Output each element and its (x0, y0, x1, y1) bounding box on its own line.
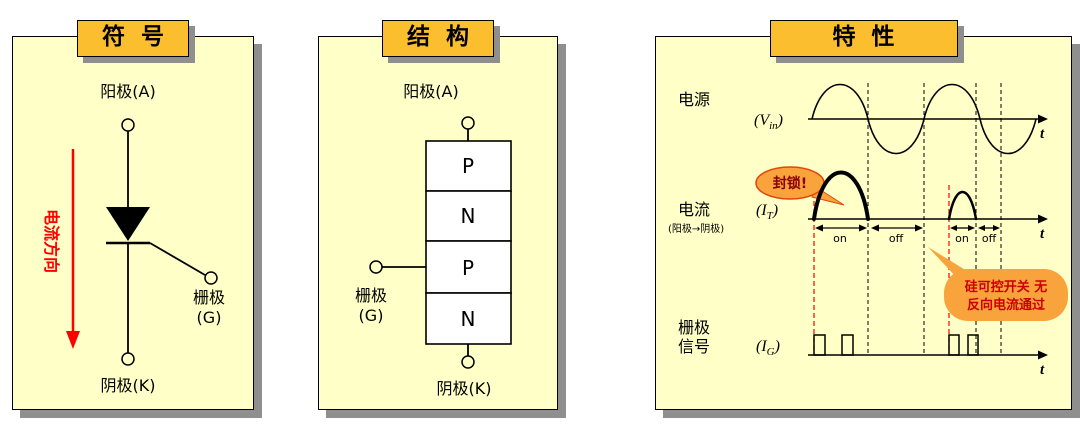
layer-box-p1 (425, 140, 512, 192)
current-pulse-1 (812, 170, 870, 221)
symbol-panel-title: 符号 (77, 20, 189, 57)
vin-axis-arrowhead-icon (1038, 114, 1048, 124)
thyristor-triangle-icon (106, 207, 150, 241)
characteristics-panel: 特性 电源 (Vin) t 封锁! (655, 20, 1072, 410)
thyristor-symbol-drawing: 阳极(A) 栅极 (G) 阴极(K) 电流方向 (42, 82, 225, 395)
layer-box-n2 (425, 292, 512, 345)
trigger-gridlines (813, 185, 950, 353)
gate-t-label: t (1040, 362, 1045, 378)
layer-label-p2: P (462, 256, 474, 280)
cathode-label: 阴极(K) (101, 376, 156, 395)
sine-wave (811, 83, 1037, 155)
vin-t-label: t (1040, 126, 1045, 142)
gate-lead (149, 242, 206, 276)
characteristics-panel-title: 特性 (769, 20, 958, 57)
note-bubble-body-icon (944, 269, 1068, 321)
note-line2: 反向电流通过 (967, 297, 1045, 313)
gate-signal-label-line2: 信号 (678, 337, 710, 356)
structure-panel: 结构 阳极(A) P N P N 栅极 (G) 阴极(K) (318, 20, 558, 410)
gate-pulse-4 (967, 334, 979, 356)
gate-pulse-3 (948, 334, 960, 356)
current-t-label: t (1040, 226, 1045, 242)
current-sublabel: (阳极→阴极) (668, 222, 724, 235)
anode-terminal-icon (121, 118, 135, 132)
layer-box-p2 (425, 240, 512, 294)
current-label: 电流 (678, 200, 710, 219)
gate-label: 栅极 (355, 286, 387, 305)
layer-label-n1: N (461, 204, 476, 228)
gate-axis-arrowhead-icon (1038, 350, 1048, 360)
source-label: 电源 (678, 90, 710, 109)
interval-label-on1: on (833, 232, 847, 245)
note-bubble: 硅可控开关 无 反向电流通过 (928, 247, 1068, 321)
gate-signal-label-line1: 栅极 (678, 318, 710, 337)
vin-symbol: (Vin) (754, 112, 783, 132)
interval-arrowheads (815, 224, 1000, 232)
layer-box-n1 (425, 190, 512, 242)
gate-pulse-2 (841, 334, 854, 356)
gate-terminal-icon (204, 271, 218, 285)
gate-terminal-icon (369, 260, 383, 274)
gate-pin-label: (G) (359, 306, 384, 325)
layer-label-n2: N (461, 307, 476, 331)
anode-label: 阳极(A) (403, 82, 458, 101)
note-line1: 硅可控开关 无 (965, 279, 1048, 295)
it-symbol: (IT) (756, 202, 778, 222)
cathode-terminal-icon (461, 355, 475, 369)
current-direction-label: 电流方向 (42, 209, 61, 273)
current-axis-arrowhead-icon (1038, 214, 1048, 224)
symbol-panel: 符号 阳极(A) 栅极 (G) 阴极(K) 电流方向 (12, 20, 254, 410)
gate-pulse-1 (813, 334, 826, 356)
gate-pulses (813, 334, 979, 356)
blocked-callout: 封锁! (755, 166, 845, 206)
cathode-terminal-icon (121, 352, 135, 366)
interval-label-off1: off (889, 232, 904, 245)
current-pulse-2 (947, 190, 978, 221)
current-direction-arrowhead-icon (66, 331, 80, 349)
blocked-callout-text: 封锁! (773, 175, 807, 192)
gate-pin-label: (G) (197, 308, 222, 327)
interval-label-off2: off (982, 232, 997, 245)
waveform-diagram: 电源 (Vin) t 封锁! 电流 (阳极→阴极) (IT) t (668, 83, 1068, 378)
pnpn-structure-drawing: 阳极(A) P N P N 栅极 (G) 阴极(K) (355, 82, 512, 398)
structure-panel-title: 结构 (382, 20, 494, 57)
gate-label: 栅极 (193, 288, 225, 307)
layer-label-p1: P (462, 154, 474, 178)
cathode-label: 阴极(K) (437, 379, 492, 398)
anode-label: 阳极(A) (100, 82, 155, 101)
ig-symbol: (IG) (756, 338, 780, 358)
anode-terminal-icon (461, 116, 475, 130)
interval-label-on2: on (955, 232, 969, 245)
